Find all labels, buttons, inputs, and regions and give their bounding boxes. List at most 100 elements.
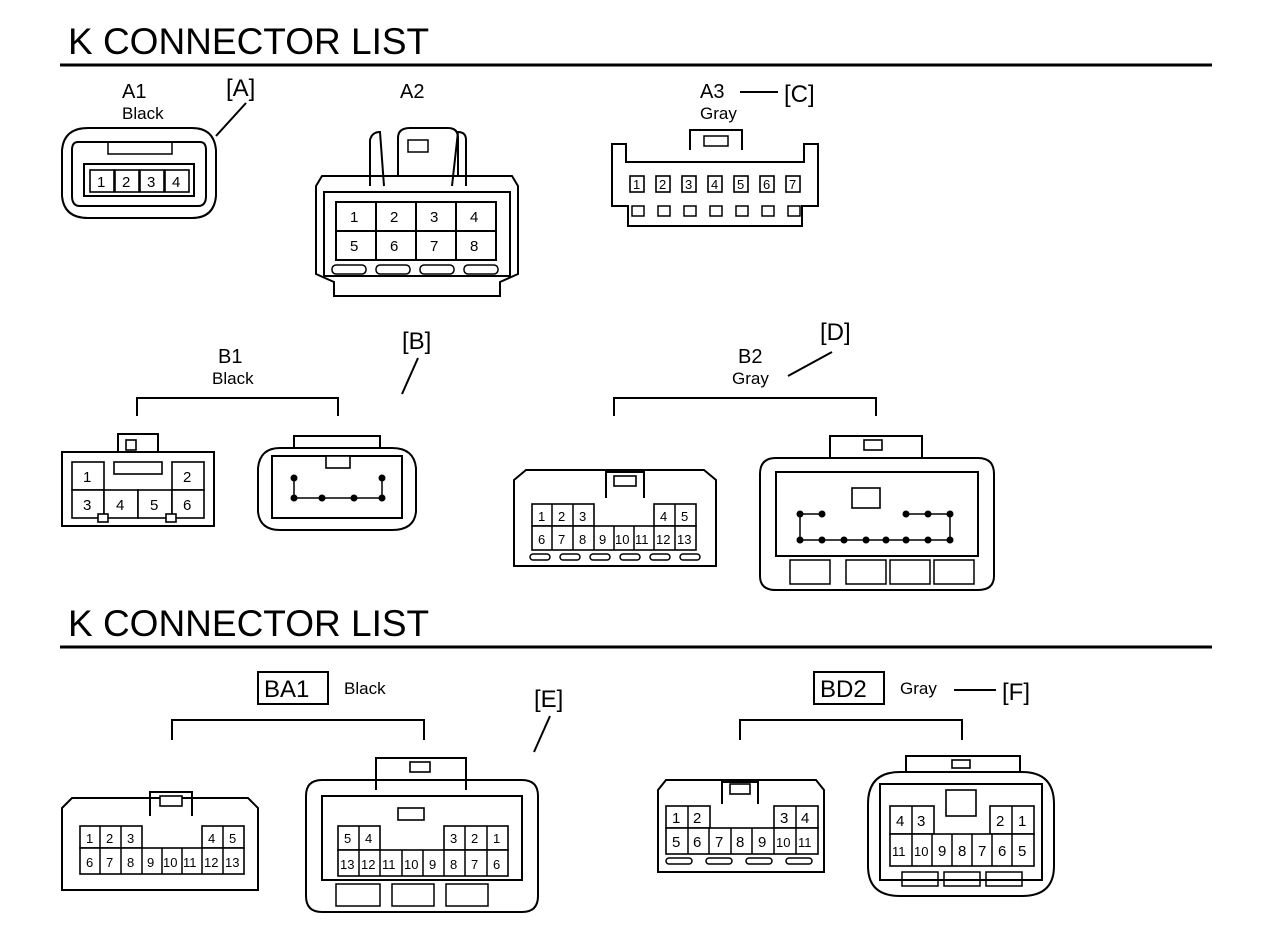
a2-pin-label: 1 <box>350 209 358 226</box>
a2-pin-label: 4 <box>470 209 478 226</box>
connector-a1: A1 Black [A] 1 2 3 4 <box>61 75 255 219</box>
ba1-pin-label: 3 <box>127 831 134 846</box>
a3-latch <box>689 129 743 150</box>
bd2-rear-pin-label: 3 <box>917 813 925 830</box>
ba1-code-box <box>257 671 329 705</box>
a3-housing <box>611 143 819 227</box>
b2-pin-label: 13 <box>677 532 691 547</box>
b2-front-latch <box>605 471 645 498</box>
b2-pin-label: 9 <box>599 532 606 547</box>
b2-pin-label: 10 <box>615 532 629 547</box>
section-header-2: K CONNECTOR LIST <box>60 603 1212 649</box>
connector-ba1-color: Black <box>344 679 386 698</box>
ba1-pin-label: 2 <box>106 831 113 846</box>
bd2-pin-label: 11 <box>798 835 812 850</box>
b2-pin-label: 7 <box>558 532 565 547</box>
bd2-rear-pin-label: 7 <box>978 843 986 860</box>
callout-a: [A] <box>226 75 255 102</box>
connector-b1: B1 Black [B] 1 2 3 4 5 6 <box>61 328 431 531</box>
bd2-pin-label: 9 <box>758 834 766 851</box>
b2-front-slots <box>529 553 701 561</box>
a1-pin-cell <box>89 169 115 193</box>
callout-d-leader <box>787 351 833 377</box>
bd2-rear-pin-label: 2 <box>996 813 1004 830</box>
b2-front-pins: 1 2 3 4 5 6 7 8 9 10 11 12 13 <box>531 503 697 551</box>
b2-pin-label: 12 <box>656 532 670 547</box>
b1-bracket <box>136 397 339 416</box>
bd2-rear-inner <box>879 783 1043 881</box>
connector-a1-code: A1 <box>122 81 146 103</box>
bd2-pin-label: 5 <box>672 834 680 851</box>
ba1-rear-pin-label: 5 <box>344 831 351 846</box>
connector-b1-color: Black <box>212 369 254 388</box>
callout-a-leader <box>215 102 247 137</box>
ba1-front-pins: 1 2 3 4 5 6 7 8 9 10 11 12 13 <box>79 825 245 875</box>
b1-front-latch <box>117 433 159 452</box>
ba1-rear-pin-label: 4 <box>365 831 372 846</box>
a1-pin-label: 4 <box>172 174 180 191</box>
ba1-rear-pin-label: 12 <box>361 857 375 872</box>
a2-rib-left <box>369 130 385 187</box>
connector-a1-color: Black <box>122 104 164 123</box>
a2-pin-label: 7 <box>430 238 438 255</box>
b1-rear-housing <box>257 447 417 531</box>
a2-pin-label: 8 <box>470 238 478 255</box>
bd2-pin-label: 6 <box>693 834 701 851</box>
a1-latch <box>107 141 173 155</box>
bd2-rear-housing <box>867 771 1055 897</box>
b2-pin-label: 6 <box>538 532 545 547</box>
connector-bd2-code: BD2 <box>820 676 867 703</box>
bd2-front-pins: 1 2 3 4 5 6 7 8 9 10 11 <box>665 805 819 865</box>
b2-pin-label: 5 <box>681 509 688 524</box>
connector-a3-code: A3 <box>700 81 724 103</box>
a1-pin-label: 1 <box>97 174 105 191</box>
connector-a2: A2 1 2 3 4 5 6 7 8 <box>315 81 519 297</box>
bd2-front-housing <box>657 779 825 873</box>
bd2-code-box <box>813 671 885 705</box>
connector-bd2-color: Gray <box>900 679 937 698</box>
callout-b-leader <box>401 357 419 395</box>
a2-pin-label: 3 <box>430 209 438 226</box>
ba1-pin-label: 11 <box>183 855 197 870</box>
ba1-rear-pin-label: 9 <box>429 857 436 872</box>
ba1-rear-inner <box>321 795 523 881</box>
b1-pin-label: 2 <box>183 469 191 486</box>
b1-rear-terminals <box>290 455 386 502</box>
a2-inner <box>323 191 511 277</box>
section-header-1: K CONNECTOR LIST <box>60 21 1212 67</box>
connector-a2-code: A2 <box>400 81 424 103</box>
b2-rear-housing <box>759 457 995 591</box>
ba1-pin-label: 5 <box>229 831 236 846</box>
bd2-rear-pin-label: 6 <box>998 843 1006 860</box>
a3-bottom-teeth <box>631 205 801 217</box>
a2-pin-label: 6 <box>390 238 398 255</box>
bd2-pin-label: 2 <box>693 810 701 827</box>
b2-pin-label: 8 <box>579 532 586 547</box>
ba1-front-housing <box>61 797 259 891</box>
ba1-rear-housing <box>305 779 539 913</box>
a2-pin-label: 5 <box>350 238 358 255</box>
bd2-rear-pins: 4 3 2 1 11 10 9 8 7 6 5 <box>889 789 1035 887</box>
b1-front-pins: 1 2 3 4 5 6 <box>71 461 205 523</box>
page-title-2: K CONNECTOR LIST <box>68 603 429 644</box>
connector-b2: B2 Gray [D] 1 2 3 4 5 6 <box>513 319 995 591</box>
b2-rear-terminals <box>789 487 975 585</box>
b2-pin-label: 11 <box>635 532 649 547</box>
connector-bd2: BD2 Gray [F] 1 2 3 4 5 6 7 8 <box>657 671 1055 897</box>
ba1-rear-pin-label: 10 <box>404 857 418 872</box>
a3-pin-label: 3 <box>685 177 692 192</box>
ba1-rear-pin-label: 7 <box>471 857 478 872</box>
a2-rib-right <box>451 130 467 187</box>
ba1-rear-pins: 5 4 3 2 1 13 12 11 10 9 8 7 6 <box>335 807 509 907</box>
ba1-pin-label: 10 <box>163 855 177 870</box>
a1-pin-cell <box>139 169 165 193</box>
bd2-rear-pin-label: 5 <box>1018 843 1026 860</box>
ba1-pin-label: 12 <box>204 855 218 870</box>
callout-f: [F] <box>1002 679 1030 706</box>
ba1-rear-pin-label: 11 <box>382 857 396 872</box>
connector-b2-color: Gray <box>732 369 769 388</box>
a1-pin-cell <box>114 169 140 193</box>
a3-pin-label: 5 <box>737 177 744 192</box>
a3-pin-label: 2 <box>659 177 666 192</box>
ba1-bracket <box>171 719 425 740</box>
